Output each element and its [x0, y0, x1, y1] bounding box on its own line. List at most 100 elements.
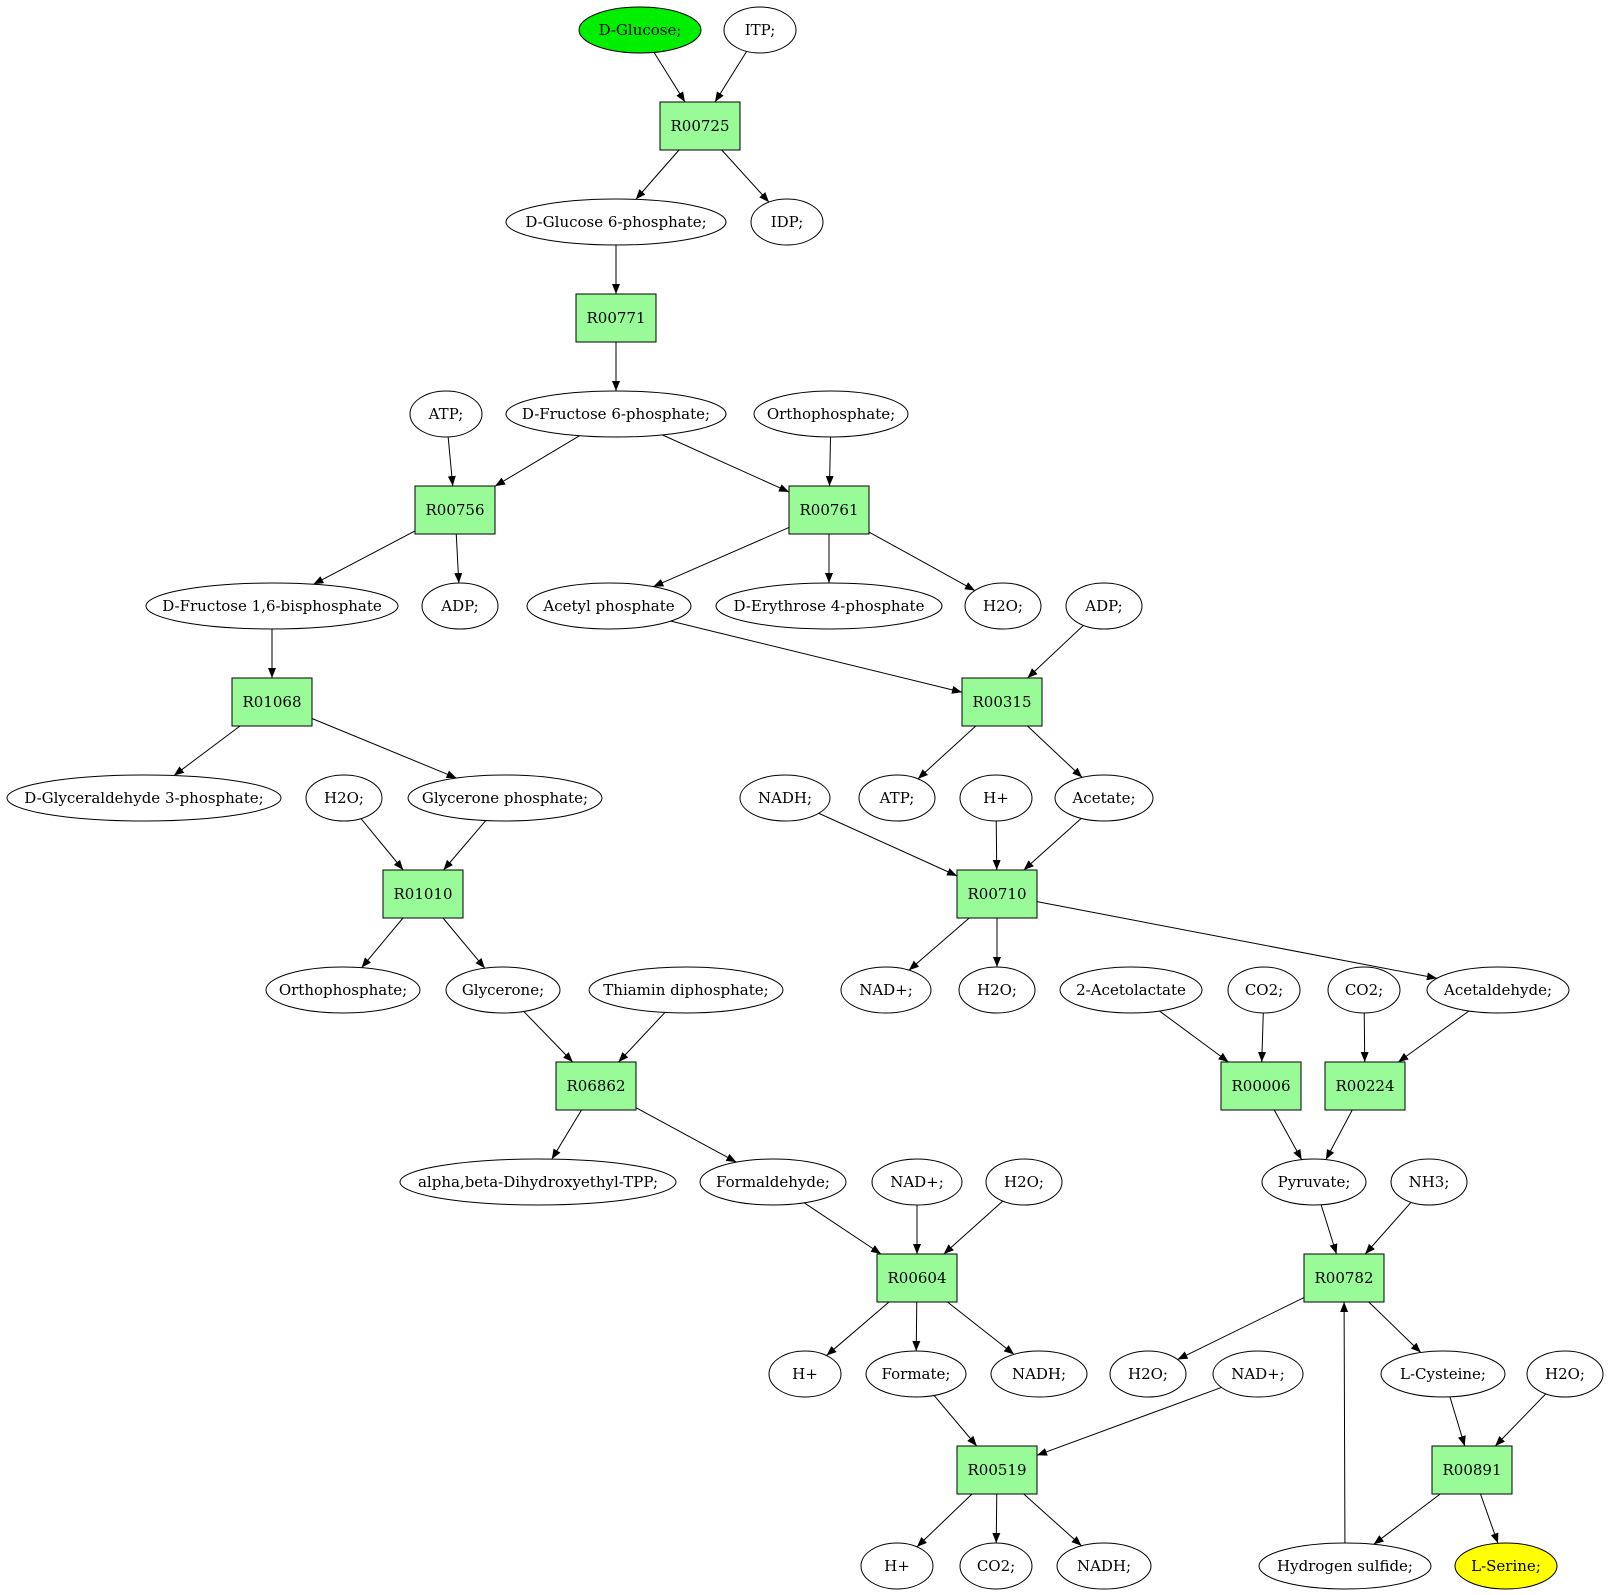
- compound-node-c_nad1: NAD+;: [840, 966, 932, 1014]
- reaction-node-r00782: R00782: [1303, 1253, 1385, 1303]
- compound-node-c_adp2: ADP;: [1065, 582, 1143, 630]
- compound-node-c_atp1: ATP;: [409, 390, 483, 438]
- reaction-node-r00006: R00006: [1220, 1061, 1302, 1111]
- compound-label: Glycerone;: [462, 981, 544, 999]
- compound-label: D-Glucose 6-phosphate;: [525, 213, 706, 231]
- compound-node-c_co2c: CO2;: [959, 1542, 1033, 1590]
- compound-label: H+: [884, 1557, 910, 1575]
- edges-layer: [173, 51, 1547, 1548]
- compound-label: Acetate;: [1071, 789, 1135, 807]
- edge-r00761-to-c_acp: [653, 526, 790, 588]
- compound-ellipse: [1390, 1158, 1468, 1206]
- compound-node-c_nadh2: NADH;: [990, 1350, 1088, 1398]
- compound-node-c_h2o2: H2O;: [305, 774, 383, 822]
- reaction-node-r00315: R00315: [961, 677, 1043, 727]
- compound-label: L-Cysteine;: [1400, 1365, 1486, 1383]
- compound-label: Orthophosphate;: [767, 405, 895, 423]
- edge-r01010-to-c_pi2: [361, 917, 404, 969]
- reaction-box: [555, 1061, 637, 1111]
- compound-label: Acetyl phosphate: [542, 597, 674, 615]
- compound-ellipse: [1261, 1158, 1367, 1206]
- compound-ellipse: [768, 1350, 842, 1398]
- compound-ellipse: [1526, 1350, 1604, 1398]
- edge-c_h2s-to-r00782: [1340, 1301, 1349, 1544]
- compound-node-c_idp: IDP;: [750, 198, 824, 246]
- compound-node-c_dhe_tpp: alpha,beta-Dihydroxyethyl-TPP;: [399, 1158, 677, 1206]
- compound-ellipse: [1426, 966, 1570, 1014]
- edge-c_dhap-to-r01010: [443, 820, 487, 871]
- edge-r00756-to-c_fbp: [313, 530, 416, 585]
- reaction-node-r00224: R00224: [1324, 1061, 1406, 1111]
- compound-ellipse: [1109, 1350, 1187, 1398]
- compound-node-c_nad3: NAD+;: [1212, 1350, 1304, 1398]
- compound-ellipse: [985, 1158, 1063, 1206]
- edge-c_h2o4-to-r00604: [943, 1200, 1004, 1255]
- compound-node-c_e4p: D-Erythrose 4-phosphate: [715, 582, 943, 630]
- compound-ellipse: [1454, 1542, 1558, 1590]
- edge-c_nh3-to-r00782: [1364, 1201, 1412, 1255]
- compound-ellipse: [715, 582, 943, 630]
- reaction-node-r00725: R00725: [659, 101, 741, 151]
- reaction-node-r00519: R00519: [956, 1445, 1038, 1495]
- edge-c_atp1-to-r00756: [447, 436, 456, 487]
- compound-label: Formate;: [882, 1365, 951, 1383]
- compound-ellipse: [858, 774, 936, 822]
- compound-node-c_dhap: Glycerone phosphate;: [407, 774, 603, 822]
- compound-label: H2O;: [1545, 1365, 1585, 1383]
- edge-r00782-to-c_h2o5: [1177, 1297, 1305, 1360]
- edge-c_cys-to-r00891: [1449, 1396, 1466, 1447]
- edge-r00710-to-c_acetaldehyde: [1036, 901, 1437, 981]
- compound-label: Formaldehyde;: [716, 1173, 830, 1191]
- edge-c_h2o6-to-r00891: [1494, 1393, 1547, 1447]
- compound-label: IDP;: [771, 213, 804, 231]
- compound-ellipse: [1065, 582, 1143, 630]
- reaction-node-r01010: R01010: [382, 869, 464, 919]
- edge-c_glycerone-to-r06862: [523, 1011, 574, 1063]
- compound-ellipse: [305, 774, 383, 822]
- reaction-label: R00519: [967, 1461, 1026, 1479]
- edge-c_acetaldehyde-to-r00224: [1397, 1010, 1470, 1063]
- reaction-box: [1324, 1061, 1406, 1111]
- reaction-box: [382, 869, 464, 919]
- compound-ellipse: [865, 1350, 967, 1398]
- reaction-box: [956, 1445, 1038, 1495]
- compound-ellipse: [840, 966, 932, 1014]
- reaction-label: R00725: [670, 117, 729, 135]
- edge-r00224-to-c_pyruvate: [1325, 1109, 1353, 1160]
- edge-c_adp2-to-r00315: [1027, 624, 1084, 679]
- compound-node-c_g6p: D-Glucose 6-phosphate;: [505, 198, 727, 246]
- compound-label: D-Glucose;: [599, 21, 682, 39]
- edge-r00604-to-c_h2: [826, 1301, 890, 1356]
- reaction-box: [956, 869, 1038, 919]
- edge-r00710-to-c_nad1: [908, 917, 970, 971]
- compound-ellipse: [1380, 1350, 1506, 1398]
- compound-node-c_h3: H+: [860, 1542, 934, 1590]
- compound-label: L-Serine;: [1471, 1557, 1541, 1575]
- compound-ellipse: [753, 390, 909, 438]
- compound-node-c_itp: ITP;: [723, 6, 797, 54]
- compound-label: ATP;: [879, 789, 915, 807]
- compound-ellipse: [526, 582, 692, 630]
- compound-node-c_h2o1: H2O;: [964, 582, 1042, 630]
- compound-node-c_glycerone: Glycerone;: [445, 966, 561, 1014]
- compound-node-c_gap: D-Glyceraldehyde 3-phosphate;: [6, 774, 282, 822]
- compound-label: Glycerone phosphate;: [422, 789, 588, 807]
- compound-ellipse: [1056, 1542, 1152, 1590]
- compound-node-c_h2o4: H2O;: [985, 1158, 1063, 1206]
- compound-ellipse: [578, 6, 702, 54]
- compound-node-c_cys: L-Cysteine;: [1380, 1350, 1506, 1398]
- compound-node-c_formaldehyde: Formaldehyde;: [699, 1158, 847, 1206]
- compound-node-c_fbp: D-Fructose 1,6-bisphosphate: [145, 582, 399, 630]
- compound-node-c_pyruvate: Pyruvate;: [1261, 1158, 1367, 1206]
- compound-ellipse: [750, 198, 824, 246]
- edge-r00891-to-c_serine: [1480, 1493, 1499, 1544]
- compound-ellipse: [445, 966, 561, 1014]
- reaction-label: R00224: [1335, 1077, 1394, 1095]
- reaction-label: R01068: [242, 693, 301, 711]
- reaction-node-r06862: R06862: [555, 1061, 637, 1111]
- edge-c_acp-to-r00315: [670, 620, 963, 694]
- reaction-node-r00710: R00710: [956, 869, 1038, 919]
- edge-c_pi1-to-r00761: [825, 436, 834, 487]
